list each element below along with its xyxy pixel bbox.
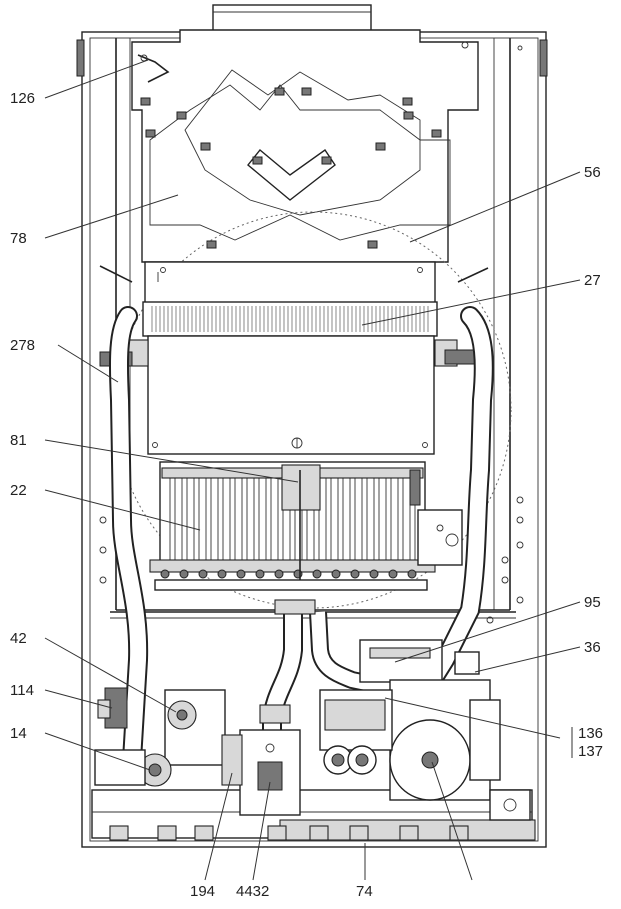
- heat-exchanger-burner: [149, 461, 463, 591]
- casing-holes: [99, 496, 524, 624]
- callout-278: 278: [10, 337, 35, 354]
- flue-hood-assembly: [99, 261, 489, 455]
- callout-36: 36: [584, 639, 601, 656]
- callout-4432: 4432: [236, 883, 269, 900]
- hydraulic-group: [94, 687, 301, 816]
- callout-95: 95: [584, 594, 601, 611]
- leader-lines: [44, 59, 581, 881]
- callout-126: 126: [10, 90, 35, 107]
- callout-14: 14: [10, 725, 27, 742]
- mounting-bracket: [131, 29, 523, 263]
- callout-137: 137: [578, 743, 603, 760]
- callout-136: 136: [578, 725, 603, 742]
- callout-78: 78: [10, 230, 27, 247]
- callout-194: 194: [190, 883, 215, 900]
- callout-114: 114: [10, 682, 34, 699]
- gas-valve-and-pump: [319, 639, 531, 821]
- callout-56: 56: [584, 164, 601, 181]
- callout-42: 42: [10, 630, 27, 647]
- callout-74: 74: [356, 883, 373, 900]
- callout-22: 22: [10, 482, 27, 499]
- callout-81: 81: [10, 432, 27, 449]
- callout-27: 27: [584, 272, 601, 289]
- water-pipes: [108, 306, 494, 770]
- callout-labels: 126 78 278 81 22 42 114 14 56 27 95 36 1…: [10, 90, 603, 900]
